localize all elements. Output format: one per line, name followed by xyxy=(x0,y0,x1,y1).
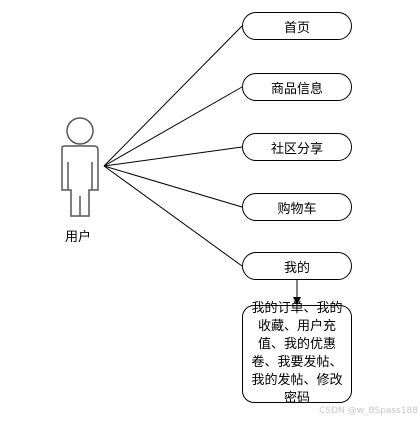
usecase-mine-details[interactable]: 我的订单、我的收藏、用户充值、我的优惠卷、我要发帖、我的发帖、修改密码 xyxy=(242,301,352,406)
line-product-info xyxy=(103,86,243,167)
user-actor-icon xyxy=(61,117,99,217)
actor-label: 用户 xyxy=(65,230,92,245)
watermark: CSDN @w_BSpass188 xyxy=(319,406,418,416)
line-community xyxy=(103,146,243,167)
usecase-product-info[interactable]: 商品信息 xyxy=(242,73,352,101)
association-lines xyxy=(103,25,243,267)
line-cart xyxy=(103,165,243,208)
actor-body xyxy=(61,145,99,217)
actor-head xyxy=(66,117,94,145)
usecase-cart[interactable]: 购物车 xyxy=(242,193,352,221)
line-mine xyxy=(103,165,243,267)
usecase-mine[interactable]: 我的 xyxy=(242,252,352,280)
usecase-home[interactable]: 首页 xyxy=(242,12,352,40)
line-home xyxy=(103,25,243,167)
usecase-community[interactable]: 社区分享 xyxy=(242,133,352,161)
